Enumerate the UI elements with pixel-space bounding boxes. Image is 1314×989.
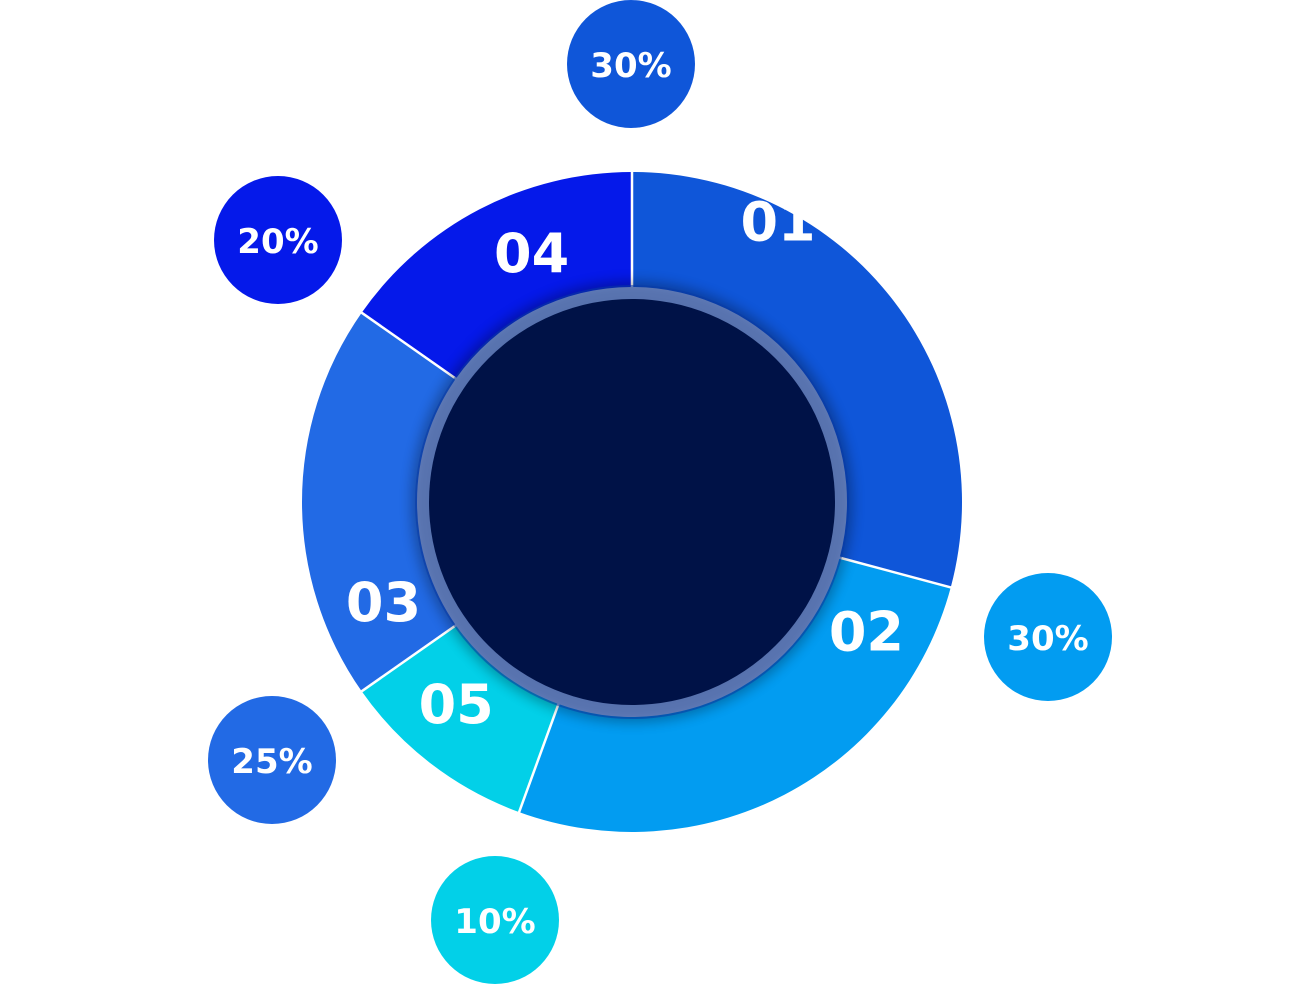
center-disc: [429, 299, 835, 705]
value-label-02: 30%: [1007, 619, 1088, 659]
value-label-03: 25%: [231, 742, 312, 782]
donut-slice-04: [361, 172, 632, 379]
value-bubble-01: [567, 0, 695, 128]
center-layer: [411, 281, 853, 723]
value-bubble-02: [984, 573, 1112, 701]
bubbles-layer: 30% 30% 10% 25% 20%: [208, 0, 1112, 984]
value-label-05: 10%: [454, 902, 535, 942]
slice-label-04: 04: [494, 222, 569, 285]
donut-slice-03: [301, 312, 456, 692]
value-label-01: 30%: [590, 46, 671, 86]
slice-divider: [517, 699, 562, 815]
donut-slice-05: [361, 625, 559, 813]
slice-divider: [359, 310, 460, 382]
slice-label-02: 02: [829, 600, 904, 663]
value-label-04: 20%: [237, 222, 318, 262]
slice-divider: [359, 622, 460, 694]
slice-divider: [835, 555, 954, 590]
value-bubble-05: [431, 856, 559, 984]
labels-layer: 01 02 05 03 04: [346, 190, 904, 735]
slice-label-05: 05: [419, 673, 494, 736]
slice-label-01: 01: [740, 190, 815, 253]
value-bubble-04: [214, 176, 342, 304]
donut-slice-01: [632, 172, 962, 588]
value-bubble-03: [208, 696, 336, 824]
slice-label-03: 03: [346, 571, 421, 634]
dividers-layer: [359, 170, 954, 815]
